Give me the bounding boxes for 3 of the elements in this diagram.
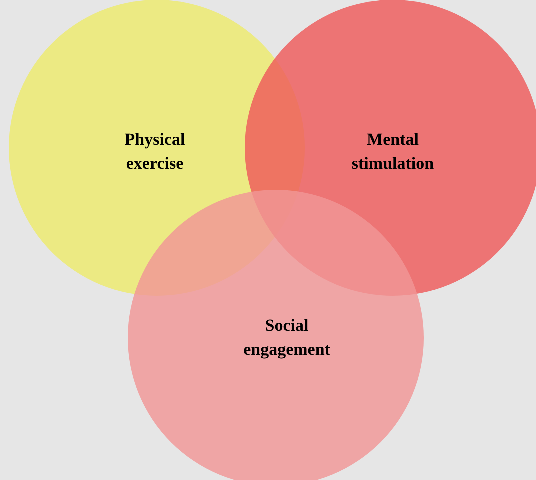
circle-label: Physical exercise (124, 129, 186, 175)
circle-label: Mental stimulation (350, 129, 436, 175)
circle-label: Social engagement (242, 315, 332, 361)
